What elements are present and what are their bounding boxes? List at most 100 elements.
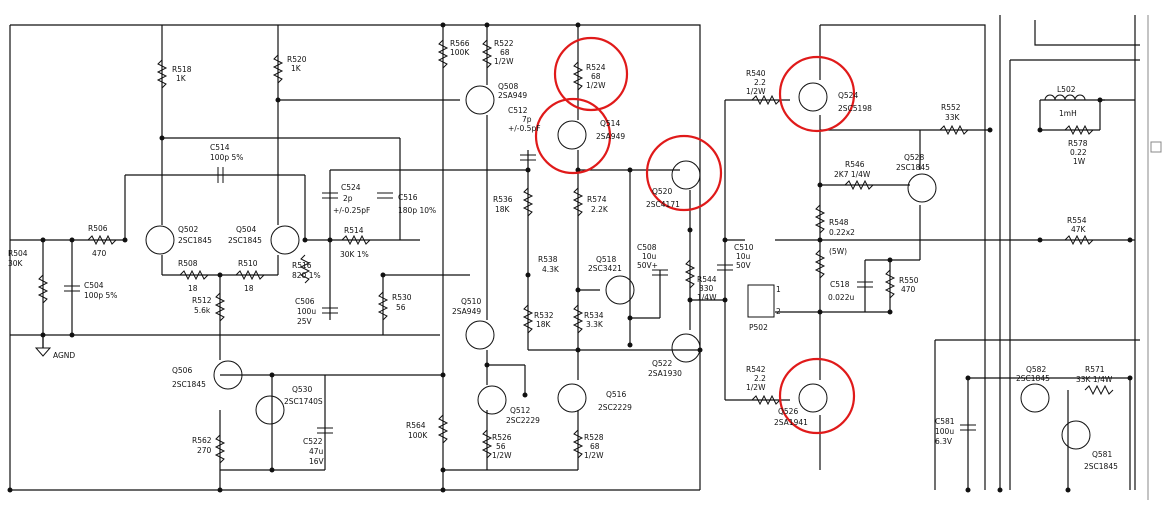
label-r512-ref: R512: [192, 296, 212, 305]
label-r538-val: 4.3K: [542, 265, 560, 274]
label-r534-val: 3.3K: [586, 320, 604, 329]
label-q530-ref: Q530: [292, 385, 312, 394]
label-r532-ref: R532: [534, 311, 554, 320]
label-r542-val: 2.2: [754, 374, 766, 383]
label-r562-ref: R562: [192, 436, 212, 445]
label-q528-part: 2SC1845: [896, 163, 930, 172]
label-r548-ref: R548: [829, 218, 849, 227]
connector-box: [747, 284, 775, 318]
label-r552-ref: R552: [941, 103, 961, 112]
label-q508-ref: Q508: [498, 82, 518, 91]
label-c581-rating: 6.3V: [935, 437, 953, 446]
label-r548-val: 0.22x2: [829, 228, 855, 237]
label-c504-ref: C504: [84, 281, 104, 290]
label-c510-ref: C510: [734, 243, 754, 252]
label-r516-val: 820 1%: [292, 271, 321, 280]
label-r506-val: 470: [92, 249, 107, 258]
label-r524-rating: 1/2W: [586, 81, 606, 90]
ground-symbol: AGND: [34, 335, 75, 360]
label-r520-ref: R520: [287, 55, 307, 64]
label-r514-ref: R514: [344, 226, 364, 235]
label-q512-part: 2SC2229: [506, 416, 540, 425]
label-r532-val: 18K: [536, 320, 552, 329]
label-c581-ref: C581: [935, 417, 955, 426]
label-r516-ref: R516: [292, 261, 312, 270]
label-q506-part: 2SC1845: [172, 380, 206, 389]
ground-label: AGND: [53, 351, 75, 360]
label-q504-part: 2SC1845: [228, 236, 262, 245]
label-c516-ref: C516: [398, 193, 418, 202]
label-p502: P502: [749, 323, 768, 332]
label-q502-ref: Q502: [178, 225, 198, 234]
junction-dots: [7, 22, 1133, 493]
label-q514-part: 2SA949: [596, 132, 625, 141]
label-r524-val: 68: [591, 72, 601, 81]
label-r528-val: 68: [590, 442, 600, 451]
scroll-marker: [1150, 141, 1162, 153]
label-r550-ref: R550: [899, 276, 919, 285]
label-c504-val: 100p 5%: [84, 291, 117, 300]
label-r554-ref: R554: [1067, 216, 1087, 225]
label-r526-val: 56: [496, 442, 506, 451]
label-q514-ref: Q514: [600, 119, 620, 128]
label-r574-val: 2.2K: [591, 205, 609, 214]
label-q582-part: 2SC1845: [1016, 374, 1050, 383]
label-q526-ref: Q526: [778, 407, 798, 416]
inductor-symbol: [1044, 94, 1086, 101]
label-q530-part: 2SC1740S: [284, 397, 323, 406]
label-r504-ref: R504: [8, 249, 28, 258]
label-c508-val: 10u: [642, 252, 657, 261]
label-r510-ref: R510: [238, 259, 258, 268]
label-p502-pin2: 2: [776, 307, 781, 316]
highlight-q520: [645, 134, 723, 212]
label-q516-ref: Q516: [606, 390, 626, 399]
label-q516-part: 2SC2229: [598, 403, 632, 412]
label-c522-val: 47u: [309, 447, 324, 456]
label-c512-ref: C512: [508, 106, 528, 115]
label-c510-val: 10u: [736, 252, 751, 261]
label-c512-rating: +/-0.5pF: [508, 124, 541, 133]
label-q510-part: 2SA949: [452, 307, 481, 316]
label-r508-val: 18: [188, 284, 198, 293]
transistor-symbols: [145, 82, 1091, 450]
highlight-q524: [778, 55, 856, 133]
label-r526-ref: R526: [492, 433, 512, 442]
label-q581-ref: Q581: [1092, 450, 1112, 459]
label-c516-val: 180p 10%: [398, 206, 436, 215]
label-r518-val: 1K: [176, 74, 187, 83]
label-r564-val: 100K: [408, 431, 428, 440]
label-c522-rating: 16V: [309, 457, 325, 466]
label-r528-ref: R528: [584, 433, 604, 442]
label-r571-ref: R571: [1085, 365, 1105, 374]
label-r578-ref: R578: [1068, 139, 1088, 148]
label-r506-ref: R506: [88, 224, 108, 233]
label-r518-ref: R518: [172, 65, 192, 74]
label-r530-val: 56: [396, 303, 406, 312]
label-r536-val: 18K: [495, 205, 511, 214]
label-r544-ref: R544: [697, 275, 717, 284]
label-r526-rating: 1/2W: [492, 451, 512, 460]
label-r514-val: 30K 1%: [340, 250, 369, 259]
label-q510-ref: Q510: [461, 297, 481, 306]
label-c506-ref: C506: [295, 297, 315, 306]
label-q526-part: 2SA1941: [774, 418, 808, 427]
label-r552-val: 33K: [945, 113, 961, 122]
label-r578-val: 0.22: [1070, 148, 1087, 157]
label-c518-ref: C518: [830, 280, 850, 289]
label-q528-ref: Q528: [904, 153, 924, 162]
label-c514-ref: C514: [210, 143, 230, 152]
label-q512-ref: Q512: [510, 406, 530, 415]
label-c506-val: 100u: [297, 307, 316, 316]
label-c524-val: 2p: [343, 194, 353, 203]
label-c506-rating: 25V: [297, 317, 313, 326]
label-r548-rating: (5W): [829, 247, 847, 256]
label-q518-ref: Q518: [596, 255, 616, 264]
label-r564-ref: R564: [406, 421, 426, 430]
labels: R504 30K R506 470 R508 18 R510 18 R512 5…: [8, 39, 1118, 471]
label-r546-ref: R546: [845, 160, 865, 169]
label-q581-part: 2SC1845: [1084, 462, 1118, 471]
label-r566-val: 100K: [450, 48, 470, 57]
label-q522-part: 2SA1930: [648, 369, 682, 378]
wire-network: [9, 15, 1140, 491]
label-r566-ref: R566: [450, 39, 470, 48]
